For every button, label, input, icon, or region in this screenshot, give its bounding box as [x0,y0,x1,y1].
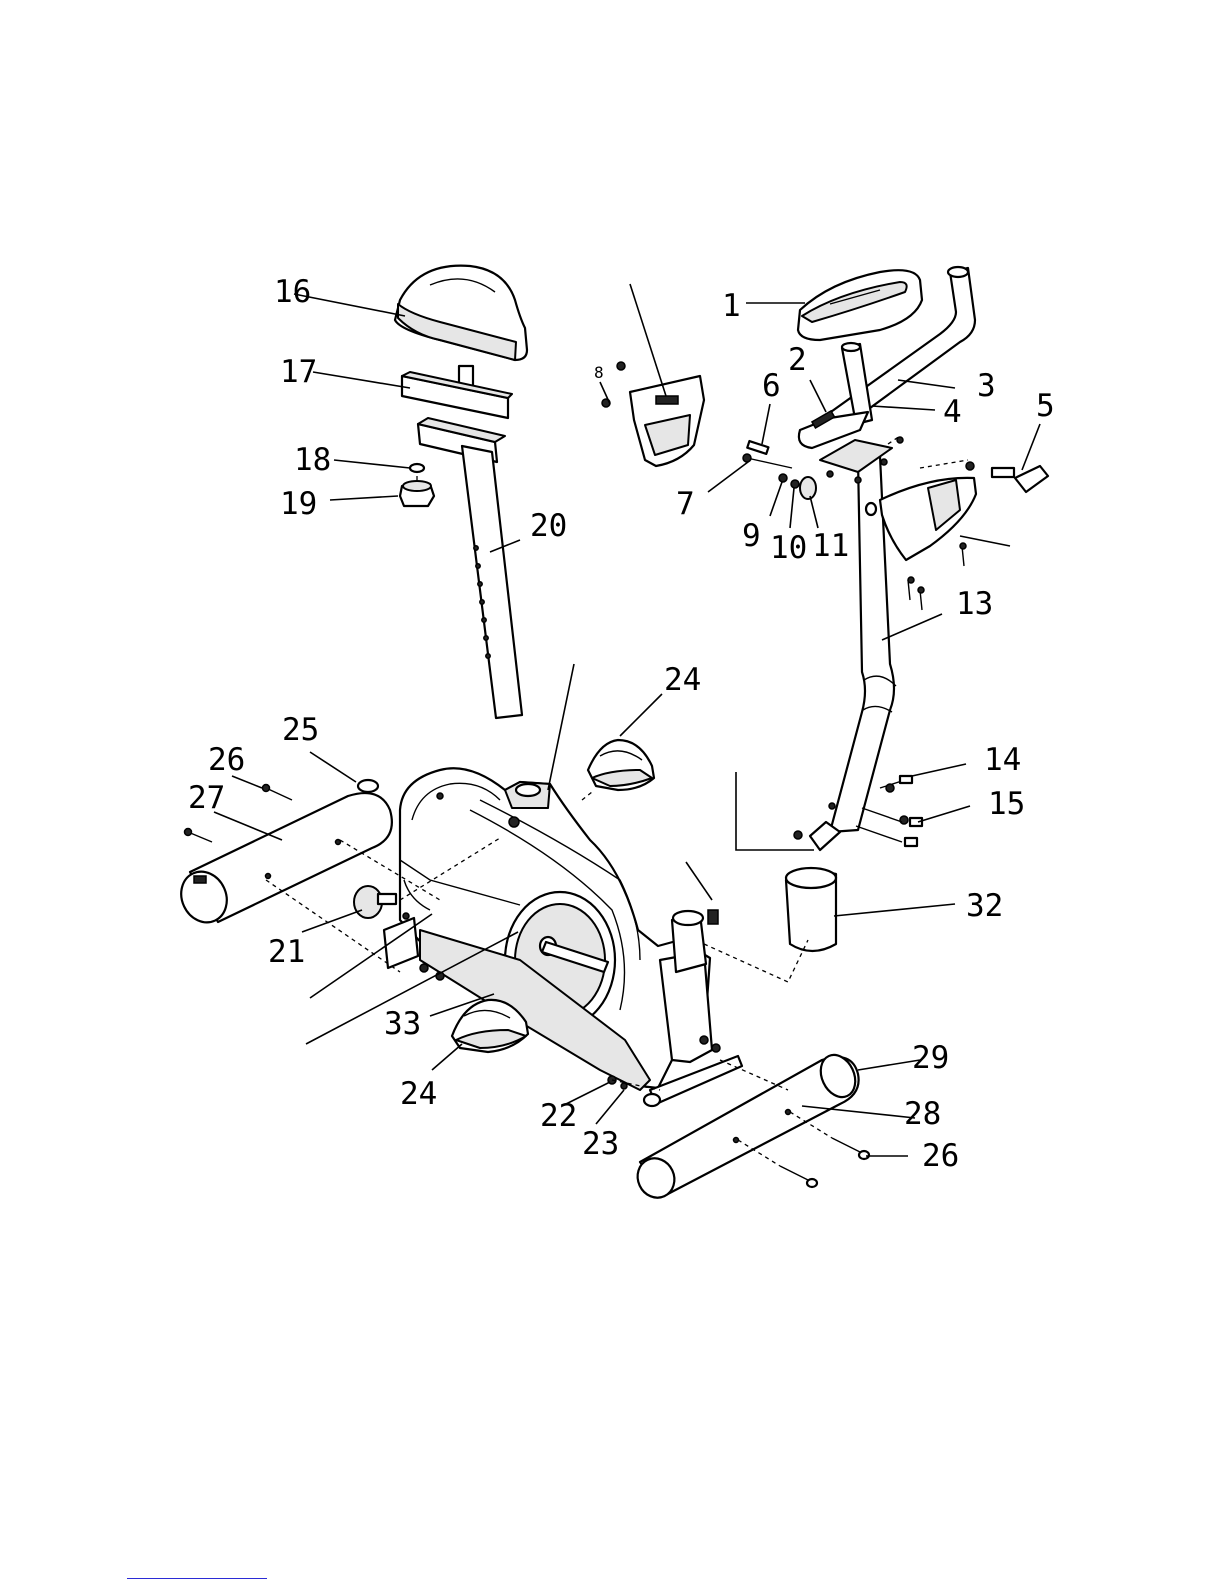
label-part-3: 3 [977,368,996,404]
label-part-2: 2 [788,342,807,378]
label-part-8: 8 [594,363,604,382]
tube-cover [786,868,836,951]
washer [410,464,424,472]
label-part-15: 15 [988,786,1025,822]
label-part-23: 23 [582,1126,619,1162]
label-part-5: 5 [1036,388,1055,424]
label-part-18: 18 [294,442,331,478]
label-part-28: 28 [904,1096,941,1132]
console [798,270,922,340]
screw [602,362,625,407]
label-part-19: 19 [280,486,317,522]
label-part-13: 13 [956,586,993,622]
seat [395,266,527,360]
label-part-17: 17 [280,354,317,390]
seat-slider [402,366,512,418]
adjustment-knob-5 [966,462,1048,492]
label-part-26-right: 26 [922,1138,959,1174]
adjustment-knob [400,481,434,506]
label-part-21: 21 [268,934,305,970]
label-part-24-bottom: 24 [400,1076,437,1112]
label-part-33: 33 [384,1006,421,1042]
seat-post [418,418,522,718]
label-part-1: 1 [722,288,741,324]
label-part-27: 27 [188,780,225,816]
label-part-29: 29 [912,1040,949,1076]
label-part-24-top: 24 [664,662,701,698]
footer-rule [127,1578,267,1579]
label-part-7: 7 [676,486,695,522]
label-part-6: 6 [762,368,781,404]
label-part-11: 11 [812,528,849,564]
label-part-16: 16 [274,274,311,310]
main-frame [400,768,742,1106]
nut-10 [791,480,799,488]
label-part-26-left: 26 [208,742,245,778]
label-part-20: 20 [530,508,567,544]
bushing-11 [800,477,816,499]
label-part-4: 4 [943,394,962,430]
washer-9 [779,474,787,482]
label-part-25: 25 [282,712,319,748]
label-part-10: 10 [770,530,807,566]
pedal-right [582,740,654,800]
front-cover [630,376,704,466]
label-part-32: 32 [966,888,1003,924]
bolt-6 [747,441,768,454]
bolt-7 [743,454,792,468]
label-part-14: 14 [984,742,1021,778]
label-part-22: 22 [540,1098,577,1134]
label-part-9: 9 [742,518,761,554]
tension-knob [354,886,396,918]
